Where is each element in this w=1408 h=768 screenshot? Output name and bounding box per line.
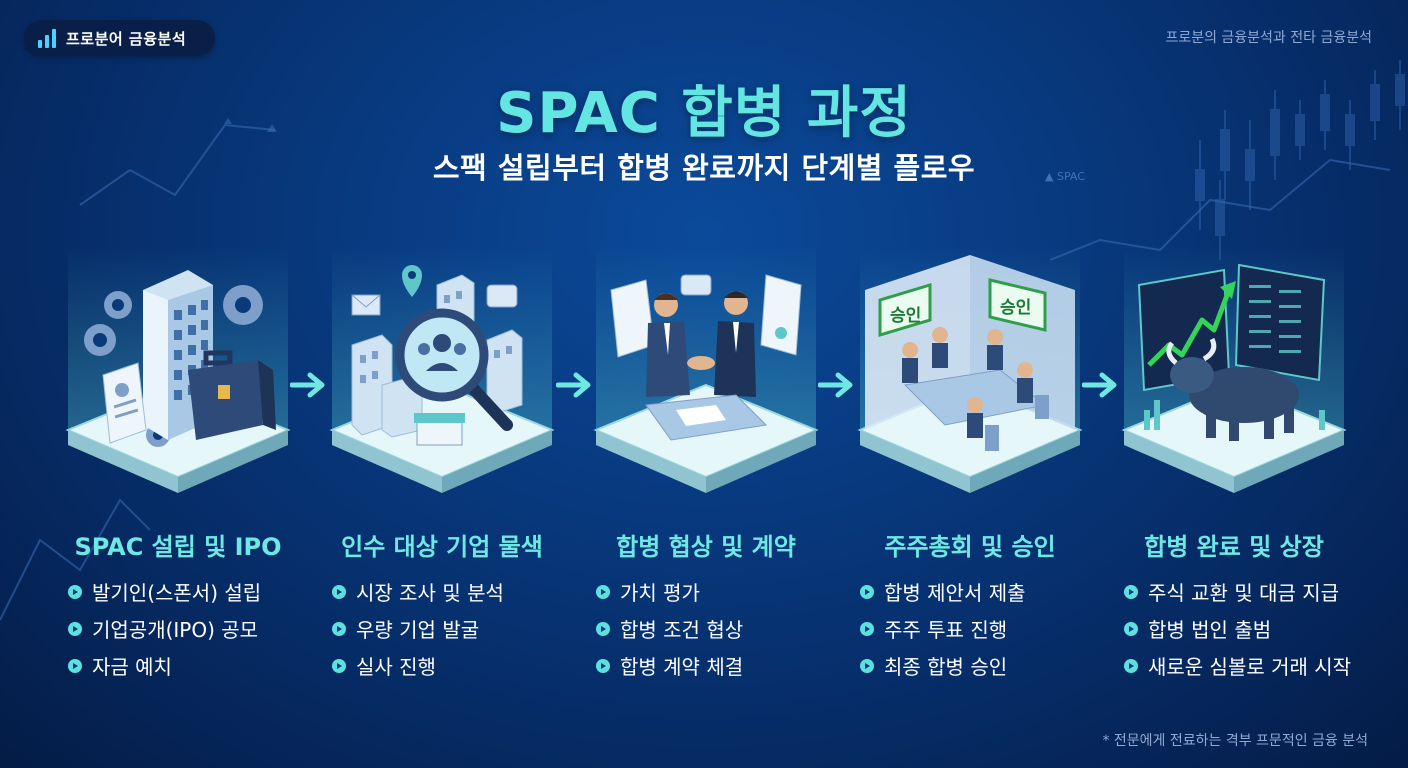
shareholder-meeting-illustration: 승인 승인 — [857, 245, 1083, 493]
store-icon — [414, 413, 465, 446]
play-bullet-icon — [860, 621, 874, 636]
list-item: 합병 제안서 제출 — [860, 573, 1026, 610]
arrow-right-icon — [818, 372, 853, 398]
step-title: 합병 협상 및 계약 — [616, 533, 796, 561]
briefcase-icon — [188, 350, 276, 440]
step-title: 주주총회 및 승인 — [884, 533, 1056, 561]
chair-icon — [985, 395, 1049, 451]
play-bullet-icon — [68, 621, 82, 636]
business-person-icon — [902, 327, 1033, 438]
play-bullet-icon — [68, 584, 82, 599]
play-bullet-icon — [860, 658, 874, 673]
step-1: SPAC 설립 및 IPO 발기인(스폰서) 설립 기업공개(IPO) 공모 자… — [58, 245, 298, 679]
play-bullet-icon — [68, 658, 82, 673]
step-3: 합병 협상 및 계약 가치 평가 합병 조건 협상 합병 계약 체결 — [586, 245, 826, 679]
step-title: SPAC 설립 및 IPO — [74, 533, 282, 561]
list-item: 가치 평가 — [596, 573, 743, 610]
list-item: 우량 기업 발굴 — [332, 610, 504, 647]
list-item: 새로운 심볼로 거래 시작 — [1124, 647, 1351, 684]
arrow-right-icon — [290, 372, 325, 398]
arrow-right-icon — [556, 372, 591, 398]
process-steps: SPAC 설립 및 IPO 발기인(스폰서) 설립 기업공개(IPO) 공모 자… — [0, 245, 1408, 685]
play-bullet-icon — [1124, 621, 1138, 636]
search-target-illustration — [329, 245, 555, 493]
play-bullet-icon — [596, 584, 610, 599]
footnote: * 전문에게 전료하는 격부 프문적인 금융 분석 — [1102, 733, 1368, 749]
play-bullet-icon — [596, 658, 610, 673]
candlestick-icon — [1144, 400, 1325, 430]
brand-label: 프로분어 금융분석 — [66, 29, 187, 48]
trend-up-arrow-icon — [1147, 281, 1236, 367]
step-4: 승인 승인 주주총회 및 승인 합병 제안서 제출 주주 투표 진행 최종 합 — [850, 245, 1090, 679]
step-item-list: 발기인(스폰서) 설립 기업공개(IPO) 공모 자금 예치 — [68, 573, 261, 684]
bull-icon — [1166, 337, 1299, 441]
handshake-icon — [687, 356, 715, 370]
list-item: 최종 합병 승인 — [860, 647, 1026, 684]
list-item: 발기인(스폰서) 설립 — [68, 573, 261, 610]
step-item-list: 합병 제안서 제출 주주 투표 진행 최종 합병 승인 — [860, 573, 1026, 684]
step-5: 합병 완료 및 상장 주식 교환 및 대금 지급 합병 법인 출범 새로운 심볼… — [1114, 245, 1354, 679]
gear-icon — [84, 285, 263, 447]
chat-icon — [486, 284, 518, 308]
play-bullet-icon — [860, 584, 874, 599]
play-bullet-icon — [332, 584, 346, 599]
step-title: 합병 완료 및 상장 — [1144, 533, 1324, 561]
play-bullet-icon — [332, 658, 346, 673]
page-subtitle: 스팩 설립부터 합병 완료까지 단계별 플로우 — [432, 151, 976, 185]
magnifier-icon — [395, 308, 513, 431]
document-icon — [610, 274, 802, 358]
step-item-list: 주식 교환 및 대금 지급 합병 법인 출범 새로운 심볼로 거래 시작 — [1124, 573, 1351, 684]
location-pin-icon — [402, 265, 422, 297]
bull-market-illustration — [1121, 245, 1347, 493]
step-item-list: 가치 평가 합병 조건 협상 합병 계약 체결 — [596, 573, 743, 684]
list-item: 합병 법인 출범 — [1124, 610, 1351, 647]
chat-icon — [680, 274, 712, 296]
list-item: 기업공개(IPO) 공모 — [68, 610, 261, 647]
list-item: 주주 투표 진행 — [860, 610, 1026, 647]
list-item: 실사 진행 — [332, 647, 504, 684]
office-building-illustration — [65, 245, 291, 493]
document-icon — [102, 362, 147, 444]
list-item: 합병 계약 체결 — [596, 647, 743, 684]
page-title: SPAC 합병 과정 — [496, 81, 912, 146]
step-item-list: 시장 조사 및 분석 우량 기업 발굴 실사 진행 — [332, 573, 504, 684]
play-bullet-icon — [596, 621, 610, 636]
business-person-icon — [646, 291, 756, 397]
stock-screen-icon — [1137, 263, 1326, 392]
list-item: 시장 조사 및 분석 — [332, 573, 504, 610]
arrow-right-icon — [1082, 372, 1117, 398]
bar-chart-icon — [38, 28, 56, 48]
play-bullet-icon — [1124, 584, 1138, 599]
list-item: 자금 예치 — [68, 647, 261, 684]
svg-text:승인: 승인 — [1000, 298, 1031, 318]
contract-table-icon — [645, 394, 768, 441]
svg-text:승인: 승인 — [890, 306, 921, 326]
brand-badge[interactable]: 프로분어 금융분석 — [24, 20, 215, 56]
step-2: 인수 대상 기업 물색 시장 조사 및 분석 우량 기업 발굴 실사 진행 — [322, 245, 562, 679]
list-item: 합병 조건 협상 — [596, 610, 743, 647]
play-bullet-icon — [332, 621, 346, 636]
approval-sign-icon: 승인 승인 — [878, 278, 1047, 338]
play-bullet-icon — [1124, 658, 1138, 673]
step-title: 인수 대상 기업 물색 — [341, 533, 543, 561]
mail-icon — [351, 294, 381, 316]
list-item: 주식 교환 및 대금 지급 — [1124, 573, 1351, 610]
top-right-caption: 프로분의 금융분석과 전타 금융분석 — [1165, 30, 1372, 46]
handshake-illustration — [593, 245, 819, 493]
